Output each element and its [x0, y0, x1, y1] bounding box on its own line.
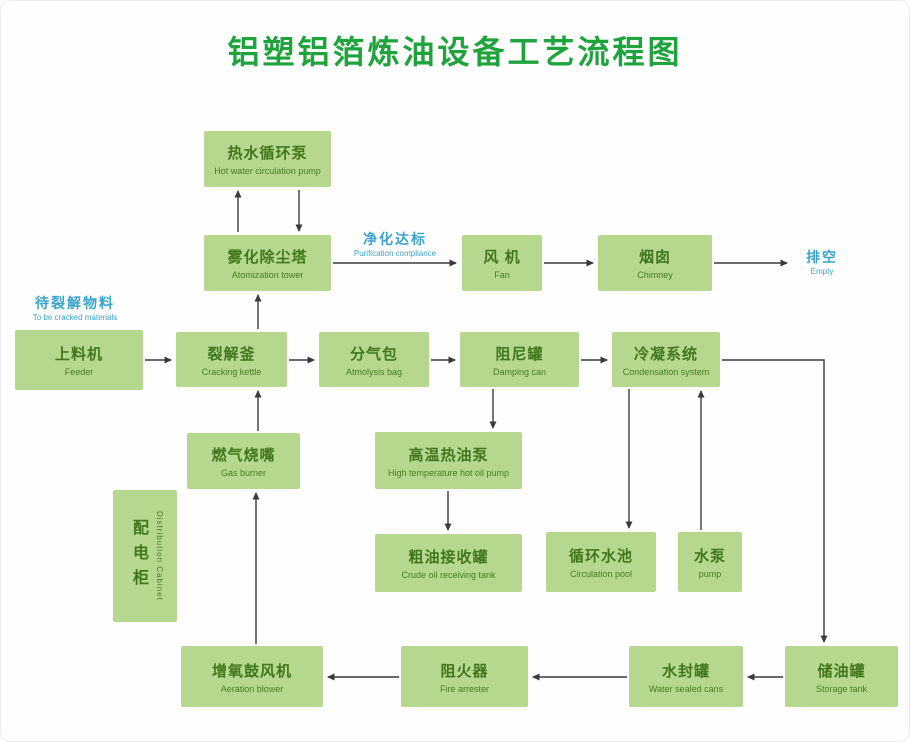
- label-zh: 待裂解物料: [35, 295, 115, 311]
- node-label-en: Circulation pool: [569, 569, 633, 579]
- node-label-zh: 水封罐: [661, 662, 710, 680]
- label-zh: 净化达标: [363, 231, 427, 247]
- node-label-en: Hot water circulation pump: [214, 166, 321, 176]
- node-label-en: pump: [698, 569, 722, 579]
- node-label-zh: 冷凝系统: [633, 345, 698, 363]
- node-label-zh: 循环水池: [568, 548, 633, 565]
- node-label-zh: 烟囱: [638, 249, 671, 266]
- node-atmolysis-bag: 分气包 Atmolysis bag: [319, 332, 429, 387]
- diagram-title: 铝塑铝箔炼油设备工艺流程图: [227, 34, 683, 70]
- node-atomization-tower: 雾化除尘塔 Atomization tower: [204, 235, 331, 291]
- node-feeder: 上料机 Feeder: [15, 330, 143, 390]
- node-label-zh: 风 机: [483, 249, 521, 266]
- node-fire-arrester: 阻火器 Fire arrester: [401, 646, 528, 707]
- node-crude-oil-receiving-tank: 粗油接收罐 Crude oil receiving tank: [375, 534, 522, 592]
- node-label-zh: 热水循环泵: [227, 145, 308, 162]
- node-label-zh: 分气包: [349, 345, 398, 363]
- node-label-en: Aeration blower: [220, 683, 284, 694]
- node-water-sealed-can: 水封罐 Water sealed cans: [629, 646, 743, 707]
- node-label-en: Fan: [494, 270, 510, 280]
- node-damping-can: 阻尼罐 Damping can: [460, 332, 579, 387]
- label-en: To be cracked materials: [32, 313, 118, 322]
- node-label-en: Crude oil receiving tank: [401, 570, 496, 580]
- node-label-zh: 粗油接收罐: [408, 549, 489, 566]
- node-label-en: Atomization tower: [231, 270, 304, 280]
- node-label-en: Chimney: [637, 270, 673, 280]
- node-aeration-blower: 增氧鼓风机 Aeration blower: [181, 646, 323, 707]
- node-distribution-cabinet: 配电柜 Distribution Cabinet: [113, 490, 177, 622]
- label-en: Empty: [810, 267, 834, 276]
- node-label-zh: 高温热油泵: [408, 446, 489, 464]
- node-label-zh: 雾化除尘塔: [227, 249, 308, 266]
- node-label-zh: 水泵: [693, 548, 726, 565]
- node-label-zh: 阻尼罐: [495, 345, 544, 363]
- node-water-pump: 水泵 pump: [678, 532, 742, 592]
- node-high-temperature-hot-oil-pump: 高温热油泵 High temperature hot oil pump: [375, 432, 522, 489]
- node-label-zh: 阻火器: [440, 662, 489, 680]
- node-label-zh: 裂解釜: [207, 345, 256, 363]
- node-label-en: Gas burner: [220, 468, 267, 478]
- node-label-zh: 燃气烧嘴: [211, 447, 276, 464]
- node-label-en: Damping can: [492, 366, 547, 377]
- node-label-en: Storage tank: [815, 683, 868, 694]
- label-purification-compliance: 净化达标 Purification compliance: [349, 229, 441, 258]
- edge-condensation-to-storage-tank: [722, 359, 828, 643]
- node-condensation-system: 冷凝系统 Condensation system: [612, 332, 720, 387]
- node-storage-tank: 储油罐 Storage tank: [785, 646, 898, 707]
- node-label-zh: 上料机: [54, 346, 103, 363]
- node-hot-water-circulation-pump: 热水循环泵 Hot water circulation pump: [204, 131, 331, 187]
- node-label-en: Water sealed cans: [648, 683, 724, 694]
- node-label-zh: 增氧鼓风机: [211, 662, 292, 680]
- node-label-en: Fire arrester: [439, 683, 489, 694]
- node-label-zh: 配电柜: [130, 518, 147, 594]
- label-empty: 排空 Empty: [796, 247, 848, 276]
- node-label-en: Cracking kettle: [201, 366, 262, 377]
- node-fan: 风 机 Fan: [462, 235, 542, 291]
- node-label-en: Atmolysis bag: [345, 366, 403, 377]
- node-label-en: Condensation system: [622, 366, 710, 377]
- node-label-en: Feeder: [64, 367, 94, 377]
- label-to-be-cracked-materials: 待裂解物料 To be cracked materials: [27, 293, 123, 322]
- label-zh: 排空: [806, 249, 838, 265]
- node-circulation-pool: 循环水池 Circulation pool: [546, 532, 656, 592]
- node-label-zh: 储油罐: [817, 662, 866, 680]
- node-chimney: 烟囱 Chimney: [598, 235, 712, 291]
- node-label-en: High temperature hot oil pump: [387, 467, 510, 478]
- node-cracking-kettle: 裂解釜 Cracking kettle: [176, 332, 287, 387]
- label-en: Purification compliance: [353, 249, 437, 258]
- node-gas-burner: 燃气烧嘴 Gas burner: [187, 433, 300, 489]
- node-label-en: Distribution Cabinet: [155, 511, 164, 601]
